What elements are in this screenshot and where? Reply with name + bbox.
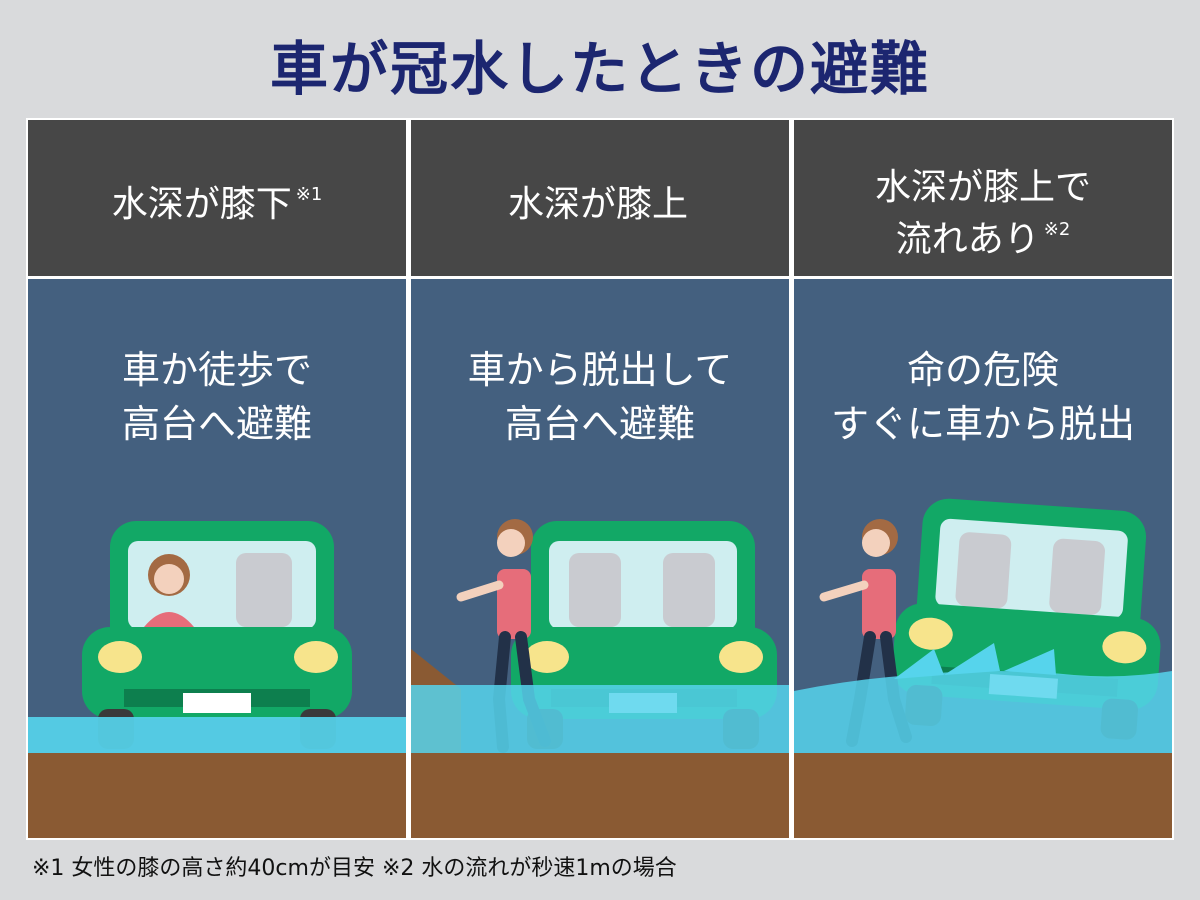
panel-header: 水深が膝上	[411, 120, 789, 276]
panel-header: 水深が膝下※1	[28, 120, 406, 276]
footnote: ※1 女性の膝の高さ約40cmが目安 ※2 水の流れが秒速1mの場合	[32, 856, 677, 881]
advice-line: 高台へ避難	[121, 402, 312, 446]
panel-header: 水深が膝上で 流れあり※2	[794, 120, 1172, 276]
car-icon	[82, 521, 352, 749]
page-title: 車が冠水したときの避難	[269, 35, 930, 103]
scene-escape-car: 車から脱出して 高台へ避難	[411, 279, 789, 838]
header-line: 流れあり※2	[895, 219, 1071, 260]
panel-above-knee-flowing: 水深が膝上で 流れあり※2	[794, 120, 1172, 838]
header-note: ※2	[1043, 219, 1071, 240]
header-note: ※1	[295, 184, 323, 205]
header-line: 水深が膝下※1	[111, 184, 323, 225]
header-line: 水深が膝上で	[874, 167, 1091, 208]
header-line: 水深が膝上	[507, 184, 688, 225]
scene-danger-flow: 命の危険 すぐに車から脱出	[794, 279, 1172, 838]
panel-below-knee: 水深が膝下※1	[28, 120, 406, 838]
scene-car-below-knee: 車か徒歩で 高台へ避難	[28, 279, 406, 838]
advice-line: 命の危険	[906, 348, 1059, 392]
advice-line: 車から脱出して	[467, 348, 733, 392]
driver-woman-icon	[144, 554, 194, 627]
advice-line: 高台へ避難	[504, 402, 695, 446]
advice-line: 車か徒歩で	[121, 348, 312, 392]
panel-above-knee: 水深が膝上	[411, 120, 789, 838]
advice-line: すぐに車から脱出	[830, 402, 1135, 446]
